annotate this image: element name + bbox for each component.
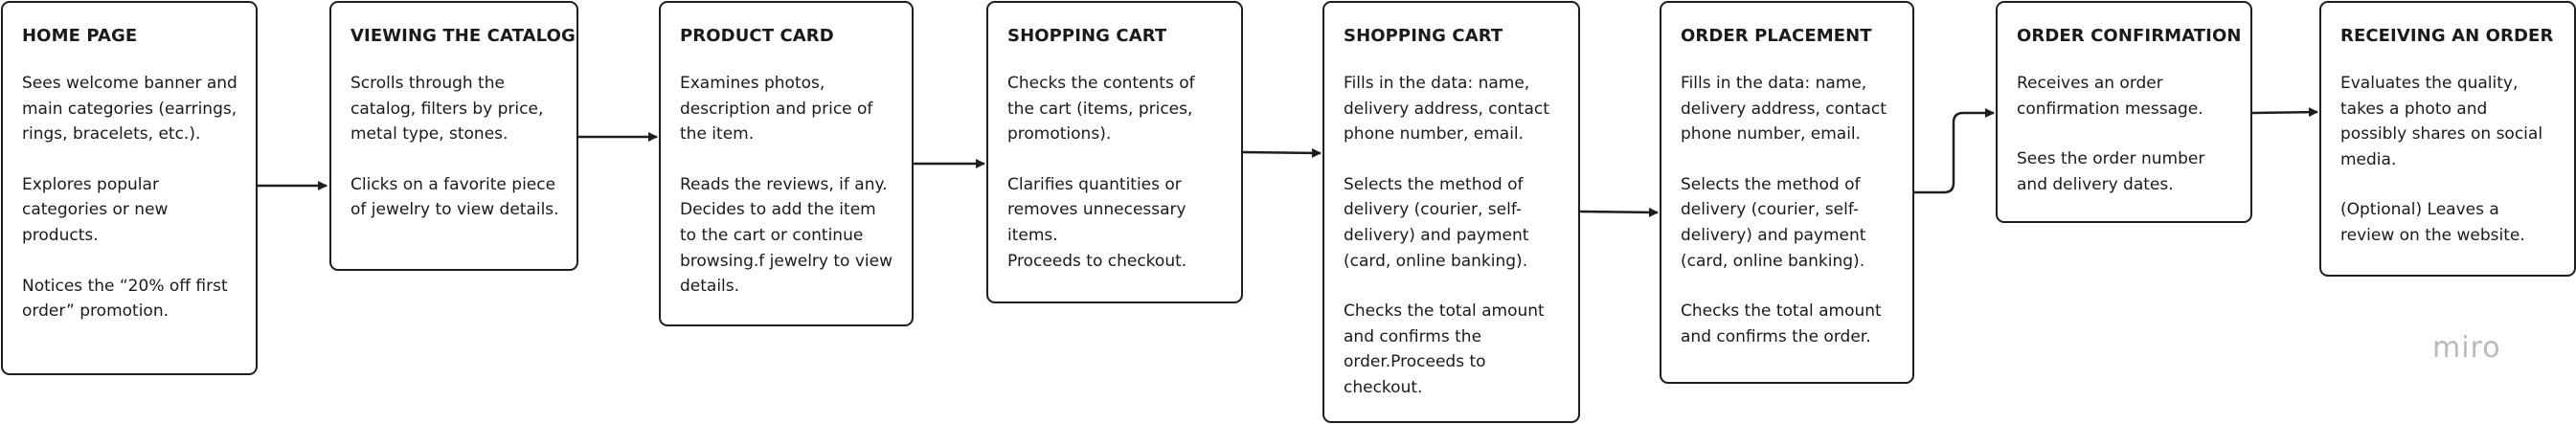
step-title: ORDER PLACEMENT — [1681, 26, 1872, 46]
step-title: PRODUCT CARD — [680, 26, 834, 46]
connector-arrow-7 — [2251, 107, 2318, 118]
step-text: Clarifies quantities or removes unnecess… — [1007, 174, 1186, 245]
step-text: Sees the order number and delivery dates… — [2017, 149, 2205, 194]
step-text: Evaluates the quality, takes a photo and… — [2340, 74, 2543, 169]
step-text: Selects the method of delivery (courier,… — [1344, 174, 1529, 271]
step-card-viewing-catalog: VIEWING THE CATALOG Scrolls through the … — [329, 1, 578, 271]
step-card-shopping-cart-details: SHOPPING CART Fills in the data: name, d… — [1322, 1, 1580, 423]
step-text: Checks the total amount and confirms the… — [1344, 301, 1545, 397]
connector-arrow-4 — [1242, 147, 1322, 158]
miro-watermark: miro — [2432, 331, 2501, 365]
step-text: Explores popular categories or new produ… — [22, 174, 169, 245]
step-card-shopping-cart-review: SHOPPING CART Checks the contents of the… — [986, 1, 1243, 303]
step-text: Examines photos, description and price o… — [680, 74, 873, 145]
step-card-receiving-order: RECEIVING AN ORDER Evaluates the quality… — [2319, 1, 2576, 277]
step-title: HOME PAGE — [22, 26, 138, 46]
step-title: SHOPPING CART — [1007, 26, 1167, 46]
connector-arrow-6 — [1914, 108, 1995, 194]
step-title: RECEIVING AN ORDER — [2340, 26, 2554, 46]
step-text: Sees welcome banner and main categories … — [22, 74, 237, 145]
step-title: VIEWING THE CATALOG — [350, 26, 576, 46]
step-text: Decides to add the item to the cart or c… — [680, 200, 893, 297]
step-card-home-page: HOME PAGE Sees welcome banner and main c… — [1, 1, 258, 375]
step-title: SHOPPING CART — [1344, 26, 1503, 46]
step-text: Checks the total amount and confirms the… — [1681, 301, 1882, 346]
step-text: Checks the contents of the cart (items, … — [1007, 74, 1195, 145]
step-text: (Optional) Leaves a review on the websit… — [2340, 200, 2525, 245]
step-card-product-card: PRODUCT CARD Examines photos, descriptio… — [659, 1, 914, 326]
step-text: Fills in the data: name, delivery addres… — [1344, 74, 1549, 145]
step-text: Selects the method of delivery (courier,… — [1681, 174, 1866, 271]
step-text: Reads the reviews, if any. — [680, 174, 888, 194]
step-text: Clicks on a favorite piece of jewelry to… — [350, 174, 559, 220]
step-title: ORDER CONFIRMATION — [2017, 26, 2242, 46]
step-card-order-confirmation: ORDER CONFIRMATION Receives an order con… — [1996, 1, 2252, 223]
step-text: Receives an order confirmation message. — [2017, 74, 2203, 119]
step-text: Fills in the data: name, delivery addres… — [1681, 74, 1887, 145]
step-text: Proceeds to checkout. — [1007, 251, 1187, 271]
step-card-order-placement: ORDER PLACEMENT Fills in the data: name,… — [1660, 1, 1914, 384]
step-text: Scrolls through the catalog, filters by … — [350, 74, 544, 145]
step-text: Notices the “20% off first order” promot… — [22, 276, 228, 322]
